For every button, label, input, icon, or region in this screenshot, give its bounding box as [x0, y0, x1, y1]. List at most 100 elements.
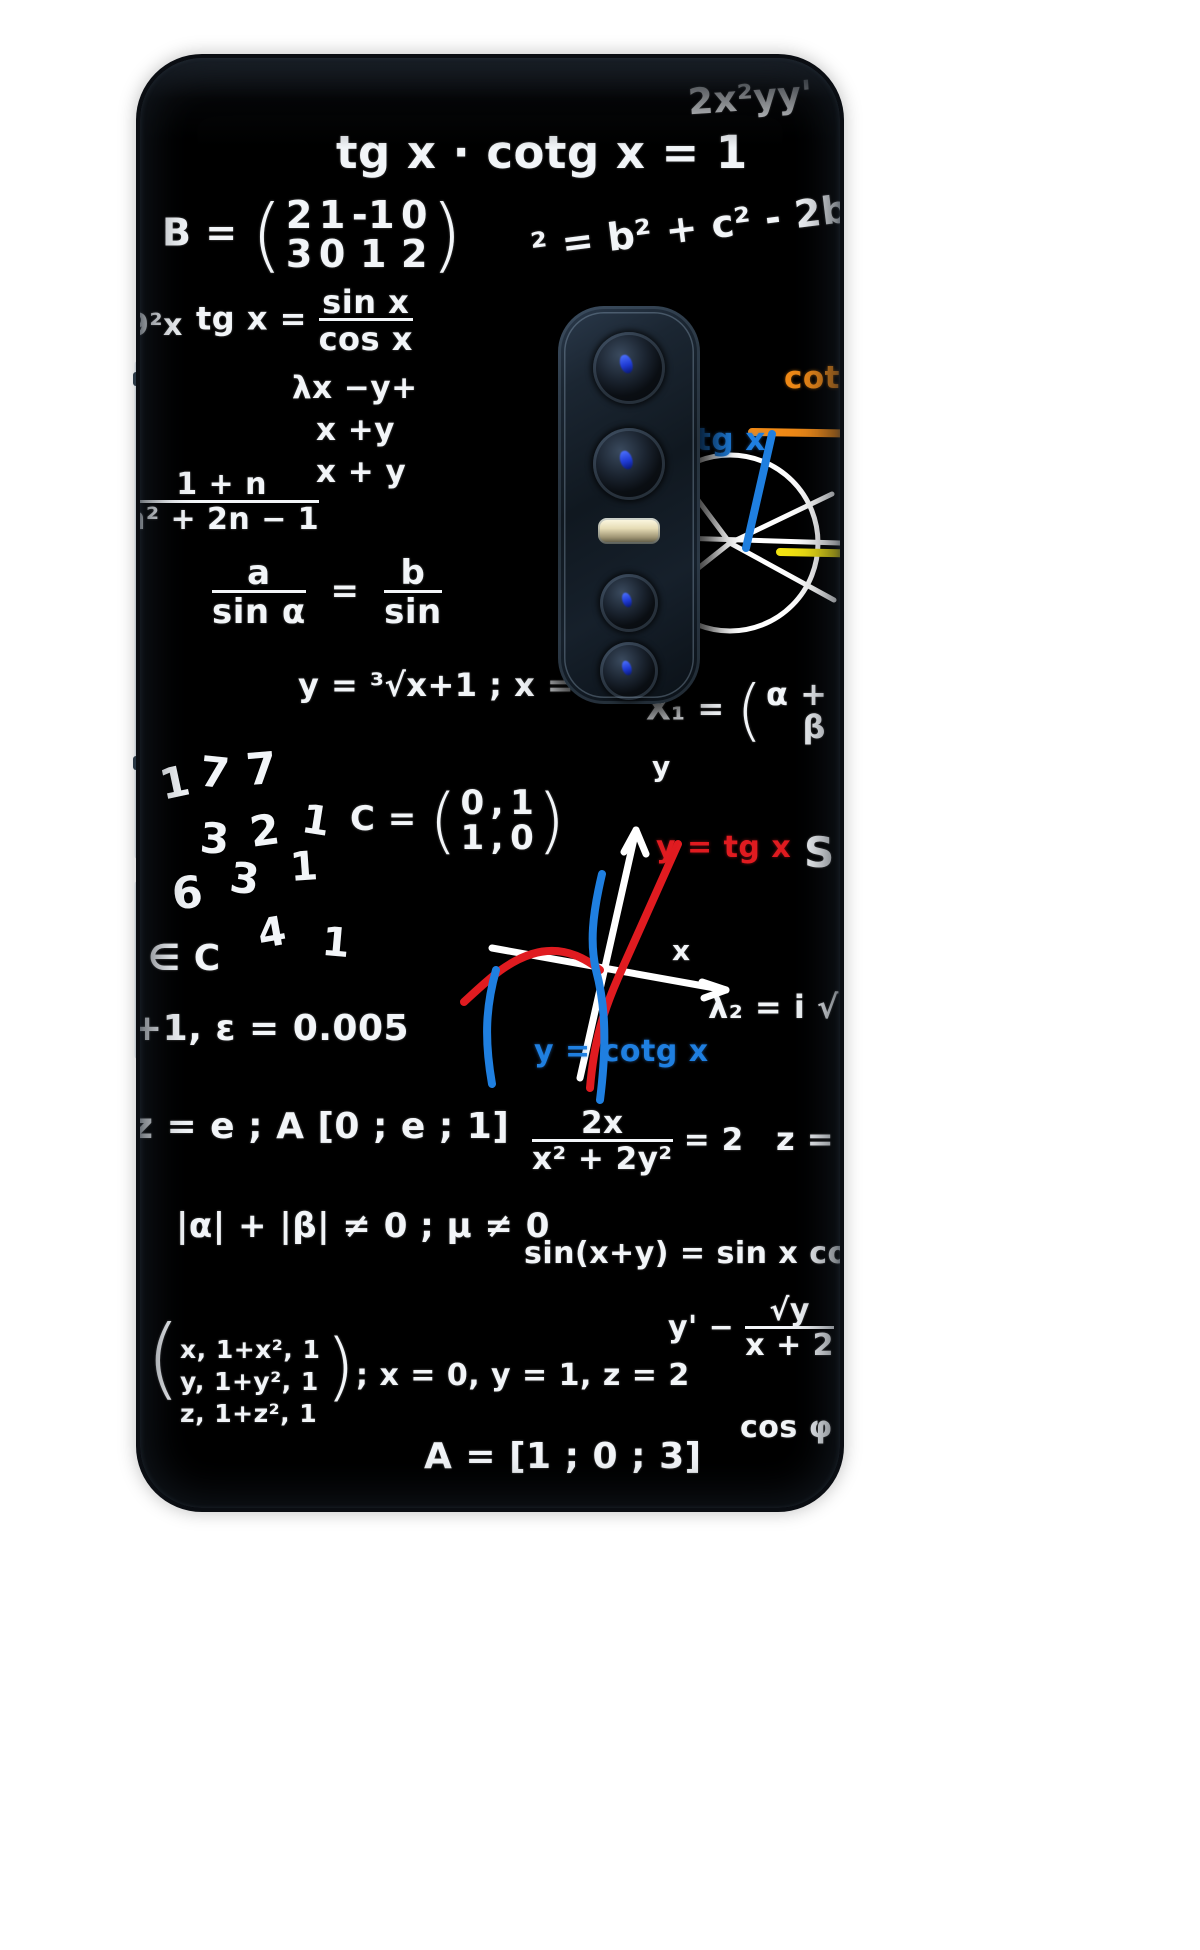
- formula-exponent-left: 9²x: [140, 308, 183, 343]
- formula-a-vector: A = [1 ; 0 ; 3]: [424, 1436, 702, 1477]
- y-prime-lhs: y' −: [668, 1310, 735, 1345]
- big-matrix-row: z, 1+z², 1: [180, 1399, 318, 1428]
- rational-fraction: 2x x² + 2y²: [532, 1105, 673, 1177]
- paren-open: (: [429, 778, 458, 862]
- formula-cos-phi: cos φ =: [740, 1410, 840, 1445]
- lens-glint: [619, 658, 634, 677]
- tangent-curve-branch-2: [460, 946, 604, 1006]
- camera-lens-1: [593, 332, 665, 404]
- scatter-digit: 1: [288, 843, 320, 891]
- plot-series-label-tg: y = tg x: [656, 830, 792, 865]
- matrix-b-body: ( 2 3 1 0 -1 1 0 2: [251, 187, 463, 281]
- phone-left-rail-lower: [134, 880, 145, 1060]
- big-matrix-row: y, 1+y², 1: [180, 1367, 319, 1396]
- matrix-c-col-1: 0 1: [460, 783, 485, 858]
- scatter-digit: 1: [155, 755, 195, 810]
- tg-definition-fraction: sin x cos x: [318, 283, 413, 358]
- formula-in-c: ∈ C: [148, 938, 221, 979]
- phone-back-cover[interactable]: tg x · cotg x = 1 2x²yy' B = ( 2 3 1 0: [140, 58, 840, 1508]
- matrix-c-label: C =: [350, 799, 417, 840]
- paren-open: (: [251, 187, 283, 281]
- circle-radius-line: [727, 491, 835, 546]
- plot-x-arrowhead: [698, 978, 730, 1002]
- matrix-b-label: B =: [162, 210, 238, 255]
- formula-top-right-partial: 2x²yy': [686, 73, 815, 124]
- x1-matrix-body: ( α + β β: [736, 671, 840, 750]
- scatter-digit: 2: [246, 804, 283, 857]
- matrix-b-col-2: 1 0: [318, 193, 346, 276]
- paren-close: ): [537, 778, 566, 862]
- tg-definition-lhs: tg x =: [196, 299, 307, 338]
- camera-lens-4: [600, 642, 658, 700]
- big-matrix-body: (: [146, 1306, 187, 1409]
- plot-y-label: y: [652, 750, 671, 783]
- label-cotg-x: cotg x: [784, 360, 840, 396]
- formula-tg-cotg-identity: tg x · cotg x = 1: [336, 126, 748, 179]
- cos-segment: [776, 548, 840, 558]
- formula-tg-definition: tg x = sin x cos x: [196, 286, 413, 355]
- camera-lens-3: [600, 574, 658, 632]
- scatter-digit: 1: [320, 918, 352, 968]
- phone-left-rail: [134, 360, 145, 860]
- series-fraction: 1 + n n² + 2n − 1: [140, 470, 320, 535]
- paren-close: ): [431, 187, 463, 281]
- formula-sine-sum: sin(x+y) = sin x cos y: [524, 1236, 840, 1271]
- formula-matrix-c: C = ( 0 1 , , 1 0 ): [350, 778, 566, 862]
- scatter-digit: 7: [197, 746, 232, 799]
- formula-big-matrix: (: [146, 1306, 187, 1409]
- y-prime-fraction: √y x + 2: [745, 1293, 835, 1363]
- matrix-c-body: ( 0 1 , , 1 0 ): [429, 778, 566, 862]
- case-edge-gloss: [140, 58, 840, 1508]
- led-flash: [598, 518, 660, 544]
- label-tg-x: tg x: [696, 422, 766, 458]
- scatter-digit: 6: [169, 866, 206, 921]
- formula-alpha-beta-condition: |α| + |β| ≠ 0 ; μ ≠ 0: [176, 1206, 550, 1246]
- plot-series-label-cotg: y = cotg x: [534, 1034, 709, 1069]
- volume-up-button[interactable]: [133, 372, 143, 386]
- formula-s-letter: S: [804, 828, 835, 877]
- formula-big-matrix-condition: ; x = 0, y = 1, z = 2: [356, 1358, 690, 1393]
- cotangent-curve-branch-2: [483, 966, 500, 1088]
- lens-glint: [619, 590, 634, 609]
- big-matrix-row: x, 1+x², 1: [180, 1335, 321, 1364]
- formula-complex-z: z = e ; A [0 ; e ; 1]: [140, 1106, 510, 1147]
- circle-guide-lower-right: [727, 540, 837, 603]
- equals-sign: =: [318, 571, 372, 611]
- matrix-c-sep: , ,: [490, 783, 505, 858]
- rational-rhs: = 2: [683, 1122, 744, 1158]
- paren-open: (: [146, 1306, 181, 1409]
- scatter-digit: 7: [243, 742, 279, 797]
- formula-z-equals: z =: [776, 1120, 835, 1158]
- formula-lambda2: λ₂ = i √: [708, 988, 839, 1026]
- paren-open: (: [736, 671, 763, 750]
- formula-matrix-b: B = ( 2 3 1 0 -1 1 0: [162, 187, 463, 281]
- scatter-digit: 3: [198, 813, 231, 864]
- scatter-digit: 1: [298, 796, 334, 846]
- matrix-b-col-1: 2 3: [285, 193, 313, 276]
- case-top-gloss: [140, 58, 840, 148]
- matrix-c-col-2: 1 0: [510, 783, 535, 858]
- formula-law-of-cosines: ² = b² + c² - 2b: [528, 186, 840, 270]
- formula-epsilon: +1, ε = 0.005: [140, 1008, 410, 1049]
- big-matrix-paren-close: ): [326, 1324, 356, 1410]
- camera-lens-2: [593, 428, 665, 500]
- formula-rational-eq: 2x x² + 2y² = 2: [532, 1108, 744, 1175]
- scatter-digit: 3: [227, 852, 263, 905]
- formula-series-fraction: 1 + n n² + 2n − 1: [140, 470, 320, 535]
- x1-col: α + β β: [766, 675, 840, 746]
- matrix-b-col-4: 0 2: [401, 193, 428, 276]
- formula-lambda-system: λx −y+ x +y x + y: [292, 370, 418, 490]
- plot-y-arrowhead: [620, 826, 650, 858]
- law-of-sines-left: a sin α: [212, 553, 306, 632]
- big-matrix-rows: x, 1+x², 1 y, 1+y², 1 z, 1+z², 1: [180, 1334, 320, 1430]
- scatter-digit: 4: [254, 907, 290, 959]
- volume-down-button[interactable]: [133, 756, 143, 770]
- lens-glint: [617, 352, 635, 375]
- law-of-sines-right: b sin: [384, 553, 442, 632]
- plot-x-label: x: [672, 934, 691, 967]
- formula-law-of-sines: a sin α = b sin: [212, 556, 442, 629]
- matrix-b-col-3: -1 1: [351, 193, 396, 276]
- maths-formula-print: tg x · cotg x = 1 2x²yy' B = ( 2 3 1 0: [140, 58, 840, 1508]
- formula-y-prime: y' − √y x + 2 =: [668, 1296, 840, 1361]
